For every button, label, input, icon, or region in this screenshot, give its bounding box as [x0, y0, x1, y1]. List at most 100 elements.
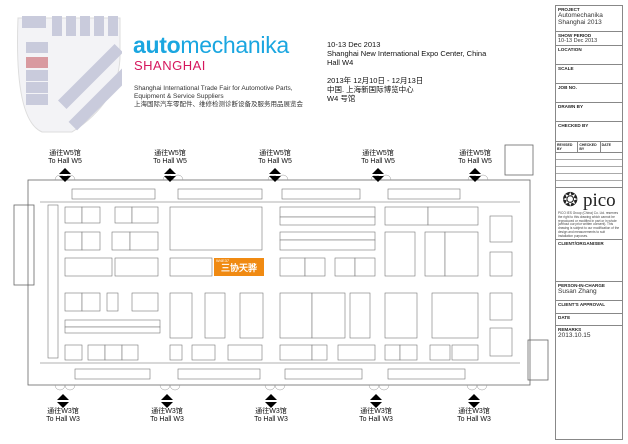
arrow-down-icon: [469, 176, 481, 182]
remarks-label: REMARKS: [558, 327, 582, 332]
exit-label-cn: 通往W3馆: [47, 408, 79, 415]
exit-label-en: To Hall W5: [48, 158, 82, 165]
exit-label-cn: 通往W3馆: [458, 408, 490, 415]
arrow-down-icon: [265, 402, 277, 408]
exit-label-cn: 通往W5馆: [259, 150, 291, 157]
exit-label-en: To Hall W5: [153, 158, 187, 165]
highlighted-booth[interactable]: W4E37 三协天骅: [214, 258, 264, 276]
date-cell: DATE: [556, 314, 622, 326]
job-no-cell: JOB NO.: [556, 84, 622, 103]
booth-exhibitor-name: 三协天骅: [220, 263, 257, 273]
project-value: Automechanika Shanghai 2013: [558, 12, 603, 26]
exit-label-cn: 通往W5馆: [459, 150, 491, 157]
arrow-down-icon: [468, 402, 480, 408]
job-no-label: JOB NO.: [558, 85, 577, 90]
exit-label-cn: 通往W5馆: [362, 150, 394, 157]
arrow-up-icon: [469, 168, 481, 174]
exit-label-cn: 通往W3馆: [360, 408, 392, 415]
person-label: PERSON-IN-CHARGE: [558, 283, 605, 288]
dates-en: 10-13 Dec 2013: [327, 40, 381, 49]
exit-label-cn: 通往W3馆: [255, 408, 287, 415]
exit-label-en: To Hall W3: [46, 416, 80, 423]
arrow-up-icon: [468, 394, 480, 400]
logo-city: SHANGHAI: [134, 58, 206, 73]
hall-w4-highlight: [26, 57, 48, 68]
booths: [47, 188, 513, 380]
client-label: CLIENT/ORGANISER: [558, 241, 604, 246]
exit-label-en: To Hall W5: [458, 158, 492, 165]
arrow-down-icon: [57, 402, 69, 408]
rev-col: REVISED BY: [556, 142, 579, 152]
event-info-cn: 2013年 12月10日 - 12月13日 中国. 上海新国际博览中心 W4 号…: [327, 76, 423, 103]
arrow-up-icon: [372, 168, 384, 174]
right-service-room: [504, 144, 534, 176]
logo-mechanika: mechanika: [180, 32, 289, 58]
hall-en: Hall W4: [327, 58, 354, 67]
arrow-up-icon: [57, 394, 69, 400]
scale-label: SCALE: [558, 66, 574, 71]
arrow-up-icon: [59, 168, 71, 174]
arrow-down-icon: [269, 176, 281, 182]
arrow-down-icon: [59, 176, 71, 182]
exit-label-en: To Hall W3: [150, 416, 184, 423]
logo-auto: auto: [133, 32, 181, 58]
arrow-down-icon: [164, 176, 176, 182]
location-cell: LOCATION: [556, 46, 622, 65]
date-label: DATE: [558, 315, 571, 320]
arrow-down-icon: [161, 402, 173, 408]
arrow-up-icon: [370, 394, 382, 400]
company-name: pico: [582, 190, 616, 211]
arrow-up-icon: [164, 168, 176, 174]
site-key-map: [17, 16, 122, 133]
right-service-room: [527, 339, 549, 381]
project-label: PROJECT: [558, 7, 580, 12]
exit-label-cn: 通往W5馆: [49, 150, 81, 157]
rev-col: DATE: [601, 143, 611, 147]
arrow-down-icon: [372, 176, 384, 182]
exit-label-en: To Hall W5: [258, 158, 292, 165]
client-cell: CLIENT/ORGANISER: [556, 240, 622, 282]
scale-cell: SCALE: [556, 65, 622, 84]
approval-label: CLIENT'S APPROVAL: [558, 302, 606, 307]
arrow-up-icon: [265, 394, 277, 400]
exit-label-en: To Hall W3: [457, 416, 491, 423]
rev-col: CHECKED BY: [578, 142, 601, 152]
checked-by-label: CHECKED BY: [558, 123, 589, 128]
booth-code: W4E37: [216, 258, 230, 263]
exit-label-cn: 通往W5馆: [154, 150, 186, 157]
show-period-value: 10-13 Dec 2013: [558, 38, 598, 44]
dates-cn: 2013年 12月10日 - 12月13日: [327, 76, 424, 85]
drawn-by-cell: DRAWN BY: [556, 103, 622, 122]
person-value: Susan Zhang: [558, 288, 597, 295]
event-info-en: 10-13 Dec 2013 Shanghai New Internationa…: [327, 40, 486, 67]
drawn-by-label: DRAWN BY: [558, 104, 584, 109]
fair-subtitle: Shanghai International Trade Fair for Au…: [134, 85, 314, 109]
disclaimer: PICO IES Group (China) Co. Ltd. reserves…: [558, 211, 620, 238]
exit-label-en: To Hall W3: [359, 416, 393, 423]
automechanika-logo: automechanika: [133, 33, 289, 57]
subtitle-cn: 上海国际汽车零配件、维修检测诊断设备及服务用品展览会: [134, 101, 303, 108]
subtitle-en-2: Equipment & Service Suppliers: [134, 93, 224, 100]
hall-cn: W4 号馆: [327, 94, 356, 103]
exit-label-en: To Hall W3: [254, 416, 288, 423]
show-period-label: SHOW PERIOD: [558, 33, 592, 38]
venue-en: Shanghai New International Expo Center, …: [327, 49, 487, 58]
exit-label-cn: 通往W3馆: [151, 408, 183, 415]
pico-logo: ❂ pico: [562, 190, 616, 211]
exit-label-en: To Hall W5: [361, 158, 395, 165]
location-label: LOCATION: [558, 47, 582, 52]
